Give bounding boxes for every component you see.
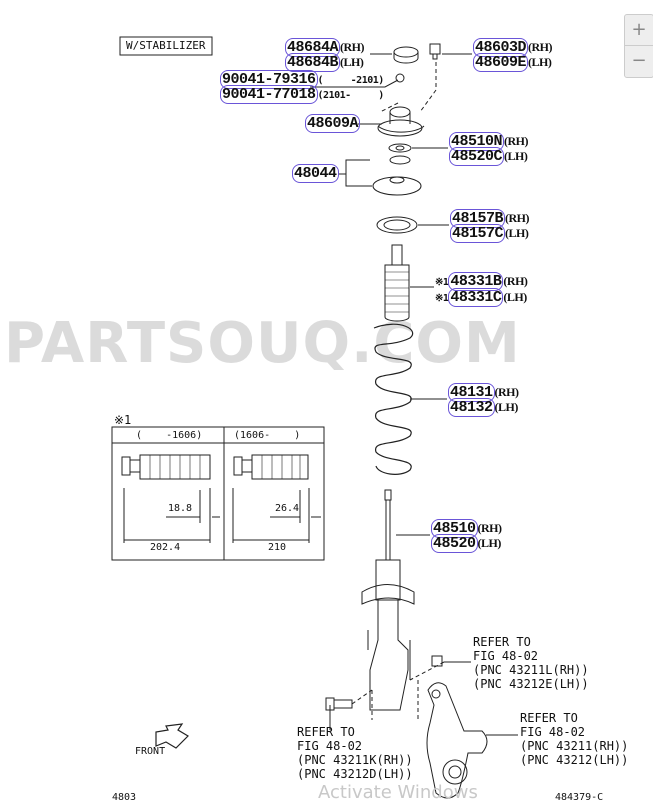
dim-small-before: 18.8	[168, 503, 193, 514]
part-number-link[interactable]: 48603D	[473, 38, 529, 57]
part-number-link[interactable]: 48684A	[285, 38, 341, 57]
cap-drawing	[393, 46, 419, 58]
note-mark: ※1	[114, 413, 132, 427]
part-number-link[interactable]: 48331C	[448, 288, 504, 307]
front-label: FRONT	[135, 746, 166, 757]
dim-total-after: 210	[268, 542, 287, 553]
part-label-48684: 48684A(RH) 48684B(LH)	[285, 38, 365, 72]
shock-absorber	[361, 489, 415, 711]
part-label-48510n: 48510N(RH) 48520C(LH)	[449, 132, 529, 166]
part-number-link[interactable]: 48609A	[305, 114, 361, 133]
part-number-link[interactable]: 48331B	[448, 272, 504, 291]
steering-knuckle	[426, 682, 488, 799]
part-number-link[interactable]: 48684B	[285, 53, 341, 72]
dust-boot	[384, 264, 410, 322]
part-number-link[interactable]: 48157B	[450, 209, 506, 228]
part-number-link[interactable]: 48510	[431, 519, 478, 538]
part-number-link[interactable]: 48157C	[450, 224, 506, 243]
part-label-48044: 48044	[292, 164, 339, 183]
page-code-right: 484379-C	[555, 792, 604, 803]
support-mount-drawing	[377, 106, 425, 137]
part-label-48157: 48157B(RH) 48157C(LH)	[450, 209, 530, 243]
part-number-link[interactable]: 48131	[448, 383, 495, 402]
part-number-link[interactable]: 90041-77018	[220, 85, 318, 104]
part-number-link[interactable]: 48044	[292, 164, 339, 183]
part-number-link[interactable]: 48132	[448, 398, 495, 417]
part-number-link[interactable]: 48510N	[449, 132, 505, 151]
zoom-out-button[interactable]: −	[625, 45, 653, 76]
part-label-48603: 48603D(RH) 48609E(LH)	[473, 38, 553, 72]
leader-lines	[310, 53, 518, 736]
dim-total-before: 202.4	[150, 542, 181, 553]
part-label-48131: 48131(RH) 48132(LH)	[448, 383, 519, 417]
stabilizer-label: W/STABILIZER	[126, 39, 206, 52]
note-header-after: (1606- )	[234, 430, 301, 441]
part-number-link[interactable]: 48520	[431, 534, 478, 553]
part-number-link[interactable]: 48520C	[449, 147, 505, 166]
stabilizer-label-box	[119, 36, 213, 56]
part-number-link[interactable]: 90041-79316	[220, 70, 318, 89]
coil-spring	[373, 323, 413, 475]
part-label-90041: 90041-79316( -2101) 90041-77018(2101- )	[220, 70, 384, 104]
os-activation-watermark: Activate Windows	[318, 782, 478, 803]
zoom-in-button[interactable]: +	[631, 19, 647, 40]
page-code-left: 4803	[112, 792, 137, 803]
part-label-48609a: 48609A	[305, 114, 361, 133]
site-watermark: PARTSOUQ.COM	[4, 311, 521, 376]
front-arrow-icon	[155, 723, 189, 749]
dim-small-after: 26.4	[275, 503, 300, 514]
note-table-frame	[111, 426, 325, 561]
part-label-48510: 48510(RH) 48520(LH)	[431, 519, 502, 553]
zoom-controls: + −	[624, 14, 653, 78]
part-number-link[interactable]: 48609E	[473, 53, 529, 72]
note-header-before: ( -1606)	[136, 430, 203, 441]
nut-drawing	[429, 43, 441, 60]
